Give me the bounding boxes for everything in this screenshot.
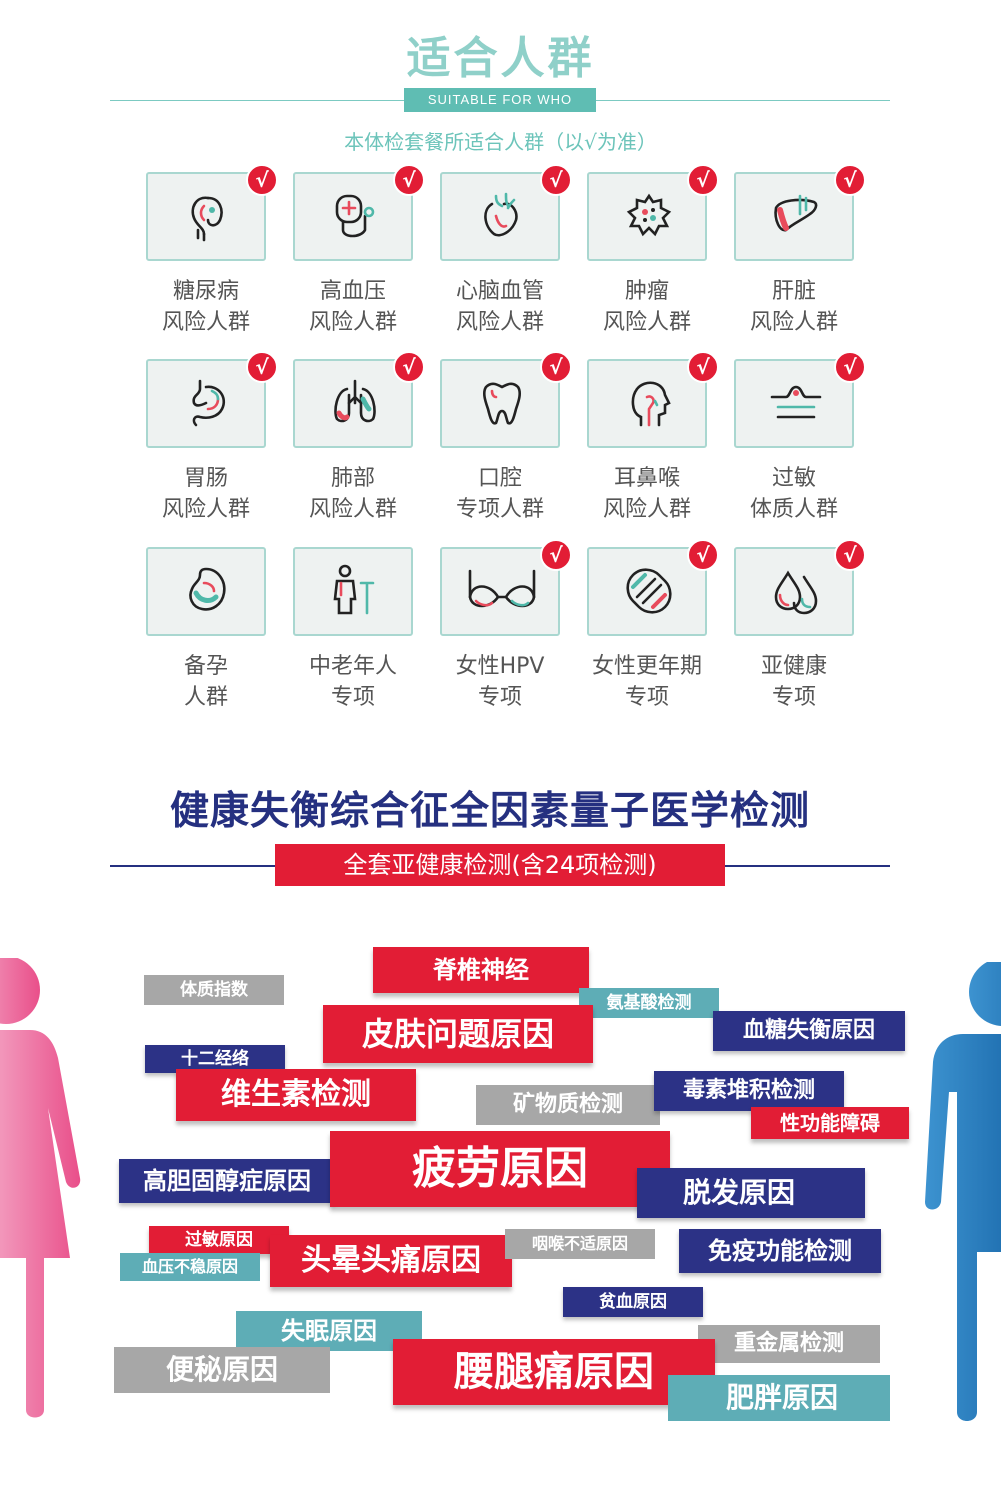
- tag-bmi: 体质指数: [144, 975, 284, 1005]
- check-badge: √: [393, 164, 425, 196]
- icon-tile: √: [734, 164, 866, 261]
- tumor-cell-icon: [626, 193, 672, 237]
- check-badge: √: [834, 351, 866, 383]
- check-badge: √: [246, 351, 278, 383]
- icon-tile: √: [440, 539, 572, 636]
- icon-tile: √: [734, 351, 866, 448]
- tag-amino-acid: 氨基酸检测: [579, 988, 719, 1018]
- icon-tile: [293, 547, 413, 636]
- check-badge: √: [834, 164, 866, 196]
- group-label: 肺部风险人群: [308, 466, 397, 522]
- tag-obesity: 肥胖原因: [668, 1375, 890, 1421]
- group-label: 肝脏风险人群: [749, 279, 838, 335]
- group-label: 心脑血管风险人群: [455, 279, 544, 335]
- blood-pressure-icon: [335, 194, 375, 238]
- tag-dizziness: 头晕头痛原因: [270, 1235, 512, 1287]
- group-label: 耳鼻喉风险人群: [602, 466, 691, 522]
- icon-tile: √: [293, 164, 425, 261]
- check-badge: √: [687, 351, 719, 383]
- tag-blood-pressure: 血压不稳原因: [120, 1253, 260, 1281]
- tag-hair-loss: 脱发原因: [637, 1168, 865, 1218]
- page-title: 适合人群: [406, 33, 595, 84]
- group-label: 肿瘤风险人群: [602, 279, 691, 335]
- check-badge: √: [834, 539, 866, 571]
- subtitle-badge: SUITABLE FOR WHO: [404, 88, 596, 112]
- icon-tile: √: [587, 164, 719, 261]
- tag-anemia: 贫血原因: [563, 1287, 703, 1317]
- icon-tile: √: [440, 351, 572, 448]
- icon-tile: √: [146, 351, 278, 448]
- tag-immunity: 免疫功能检测: [679, 1229, 881, 1273]
- icon-tile: √: [293, 351, 425, 448]
- tag-vitamin: 维生素检测: [176, 1069, 416, 1121]
- group-label: 亚健康专项: [760, 654, 827, 710]
- tag-blood-sugar: 血糖失衡原因: [713, 1011, 905, 1051]
- tag-skin-problem: 皮肤问题原因: [323, 1005, 593, 1063]
- group-label: 高血压风险人群: [308, 279, 397, 335]
- pregnancy-icon: [189, 567, 226, 611]
- check-badge: √: [246, 164, 278, 196]
- male-figure-icon: [925, 962, 1001, 1421]
- check-badge: √: [540, 164, 572, 196]
- group-label: 胃肠风险人群: [161, 466, 250, 522]
- elderly-cane-icon: [333, 564, 375, 615]
- intro-text: 本体检套餐所适合人群（以√为准）: [344, 130, 657, 154]
- skin-allergy-icon: [770, 385, 822, 419]
- bra-icon: [468, 569, 536, 608]
- tag-back-leg-pain: 腰腿痛原因: [393, 1339, 715, 1405]
- tag-meridians: 十二经络: [145, 1045, 285, 1073]
- head-throat-icon: [631, 381, 671, 427]
- group-label: 过敏体质人群: [749, 466, 838, 522]
- icon-tile: √: [587, 539, 719, 636]
- tag-sexual-function: 性功能障碍: [751, 1107, 909, 1139]
- tooth-icon: [483, 382, 521, 425]
- icon-tile: √: [587, 351, 719, 448]
- group-label: 中老年人专项: [308, 654, 397, 710]
- tag-cholesterol: 高胆固醇症原因: [119, 1159, 335, 1203]
- tag-constipation: 便秘原因: [114, 1347, 330, 1393]
- tag-insomnia: 失眠原因: [236, 1311, 422, 1351]
- group-label: 备孕人群: [183, 654, 228, 710]
- section-badge: 全套亚健康检测(含24项检测): [275, 844, 725, 886]
- icon-tile: √: [146, 164, 278, 261]
- check-badge: √: [540, 539, 572, 571]
- stomach-icon: [192, 379, 226, 427]
- droplets-icon: [774, 570, 818, 615]
- kidney-icon: [191, 196, 223, 242]
- section-title: 健康失衡综合征全因素量子医学检测: [170, 789, 811, 834]
- icon-tile: √: [734, 539, 866, 636]
- check-badge: √: [393, 351, 425, 383]
- tag-throat: 咽喉不适原因: [505, 1229, 655, 1259]
- tag-toxin: 毒素堆积检测: [654, 1071, 844, 1111]
- heart-icon: [484, 192, 518, 237]
- sanitary-pad-icon: [626, 568, 672, 614]
- icon-tile: √: [440, 164, 572, 261]
- group-label: 口腔专项人群: [455, 466, 544, 522]
- check-badge: √: [540, 351, 572, 383]
- check-badge: √: [687, 539, 719, 571]
- tag-fatigue: 疲劳原因: [330, 1131, 670, 1207]
- group-label: 糖尿病风险人群: [161, 279, 250, 335]
- group-label: 女性更年期专项: [591, 654, 702, 710]
- icon-tile: [146, 547, 266, 636]
- check-badge: √: [687, 164, 719, 196]
- tag-spine: 脊椎神经: [373, 947, 589, 993]
- lungs-icon: [334, 379, 376, 423]
- tag-heavy-metal: 重金属检测: [698, 1325, 880, 1363]
- tag-minerals: 矿物质检测: [476, 1085, 660, 1125]
- liver-icon: [774, 194, 818, 232]
- female-figure-icon: [0, 958, 81, 1418]
- tag-allergy: 过敏原因: [149, 1226, 289, 1254]
